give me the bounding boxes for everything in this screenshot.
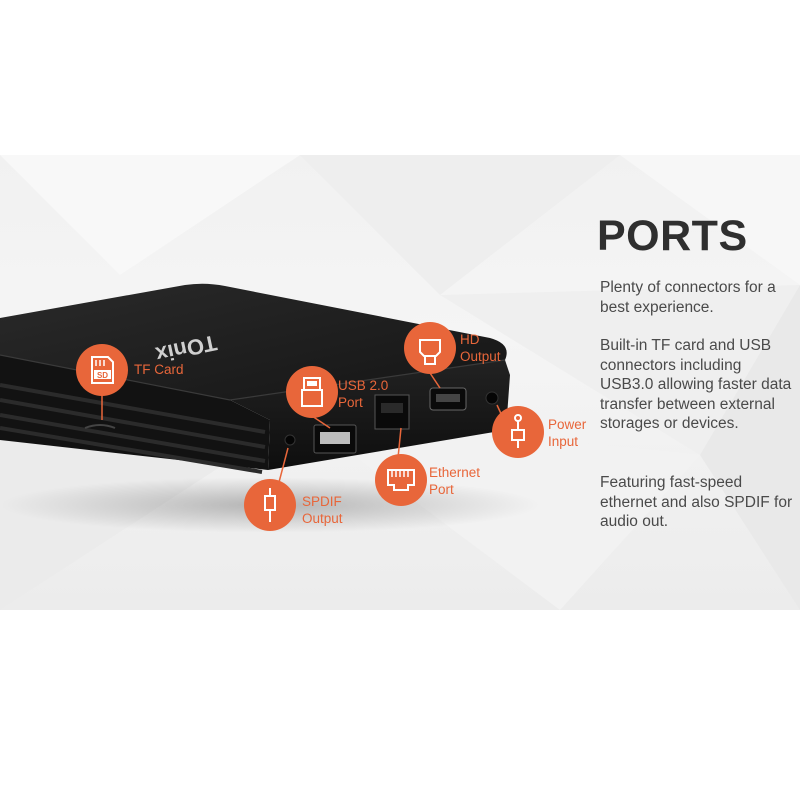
usb-label-line2: Port xyxy=(338,395,363,410)
callout-ethernet xyxy=(375,427,427,506)
hdmi-contacts xyxy=(436,394,460,402)
sd-slot xyxy=(84,424,116,429)
ethernet-icon xyxy=(387,469,415,491)
tf-card-label: TF Card xyxy=(134,361,184,378)
spdif-label-line2: Output xyxy=(302,511,343,526)
spdif-label-line1: SPDIF xyxy=(302,494,342,509)
power-label-line2: Input xyxy=(548,434,579,449)
ethernet-label-line1: Ethernet xyxy=(429,465,481,480)
hd-label: HD Output xyxy=(460,331,501,365)
callout-hd xyxy=(404,322,456,389)
vent-slots xyxy=(0,383,266,474)
hd-label-line2: Output xyxy=(460,349,501,364)
spdif-plug-icon xyxy=(264,488,276,522)
callout-tf-card: SD xyxy=(76,344,128,420)
ethernet-label: Ethernet Port xyxy=(429,464,480,498)
usb-icon xyxy=(301,377,323,407)
callout-spdif xyxy=(244,447,296,531)
power-plug-icon xyxy=(511,414,525,448)
intro-paragraph: Plenty of connectors for a best experien… xyxy=(600,279,776,316)
ethernet-label-line2: Port xyxy=(429,482,454,497)
power-label: Power Input xyxy=(548,416,586,450)
usb-label: USB 2.0 Port xyxy=(338,377,388,411)
usb-port-tongue xyxy=(320,432,350,444)
callout-usb xyxy=(286,366,338,429)
hdmi-icon xyxy=(419,339,441,365)
page-title: PORTS xyxy=(597,212,748,260)
sd-badge-text: SD xyxy=(97,371,108,380)
power-jack xyxy=(485,391,499,405)
callout-power xyxy=(492,404,544,458)
power-label-line1: Power xyxy=(548,417,587,432)
spdif-label: SPDIF Output xyxy=(302,493,343,527)
usb-label-line1: USB 2.0 xyxy=(338,378,389,393)
hd-label-line1: HD xyxy=(460,332,480,347)
sd-card-icon: SD xyxy=(91,356,114,384)
spdif-jack xyxy=(284,434,296,446)
ethernet-contacts xyxy=(381,403,403,413)
ethernet-paragraph: Featuring fast-speed ethernet and also S… xyxy=(600,474,793,530)
tf-card-label-line1: TF Card xyxy=(134,362,184,377)
storage-paragraph: Built-in TF card and USB connectors incl… xyxy=(600,337,792,432)
